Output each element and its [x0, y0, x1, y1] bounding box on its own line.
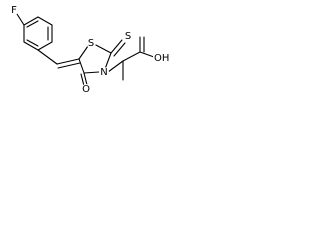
- ring-bond-c5-s1: [78, 45, 89, 60]
- ring-sulfur-label: S: [88, 38, 94, 49]
- benzene-bond: [37, 41, 53, 51]
- aryl-vinyl-bond: [37, 49, 58, 65]
- exocyclic-double-bond-second-line: [57, 62, 81, 69]
- nitrogen-label: N: [100, 67, 107, 78]
- fluoro-bond: [16, 13, 25, 26]
- acid-carbon-bond: [122, 51, 141, 62]
- benzene-inner-double-bond: [26, 39, 39, 47]
- ring-bond-c4-c5: [78, 58, 85, 74]
- oxygen-label: O: [82, 84, 90, 95]
- carbonyl-double-bond-second-line: [80, 73, 85, 87]
- benzene-bond: [37, 16, 53, 26]
- oxygen-label-background: [81, 84, 91, 94]
- ring-sulfur-label-background: [86, 38, 96, 48]
- benzene-inner-double-bond: [26, 20, 39, 28]
- fluorine-label-background: [9, 5, 19, 15]
- carbonyl-double-bond: [83, 72, 88, 86]
- n-substituent-bond: [107, 60, 124, 73]
- thiazolidinone-ring: [78, 43, 112, 74]
- chemical-structure: F S S N O OH: [9, 5, 172, 95]
- thione-double-bond-second-line: [113, 42, 126, 57]
- ring-bond-s1-c2: [93, 43, 112, 54]
- benzene-bond: [23, 16, 39, 26]
- nitrogen-label-background: [99, 67, 109, 77]
- thione-sulfur-label-background: [123, 31, 133, 41]
- thione-double-bond: [110, 39, 123, 54]
- thione-sulfur-label: S: [125, 31, 131, 42]
- fluorine-label: F: [11, 5, 17, 16]
- benzene-bond: [23, 41, 39, 51]
- hydroxyl-label: OH: [154, 53, 169, 64]
- acid-oh-bond: [139, 51, 155, 58]
- ring-bond-c2-n3: [104, 52, 112, 70]
- atom-labels: F S S N O OH: [9, 5, 172, 95]
- exocyclic-double-bond: [56, 58, 80, 65]
- ring-bond-n3-c4: [83, 71, 100, 74]
- benzene-ring: [23, 16, 53, 51]
- hydroxyl-label-background: [153, 52, 172, 63]
